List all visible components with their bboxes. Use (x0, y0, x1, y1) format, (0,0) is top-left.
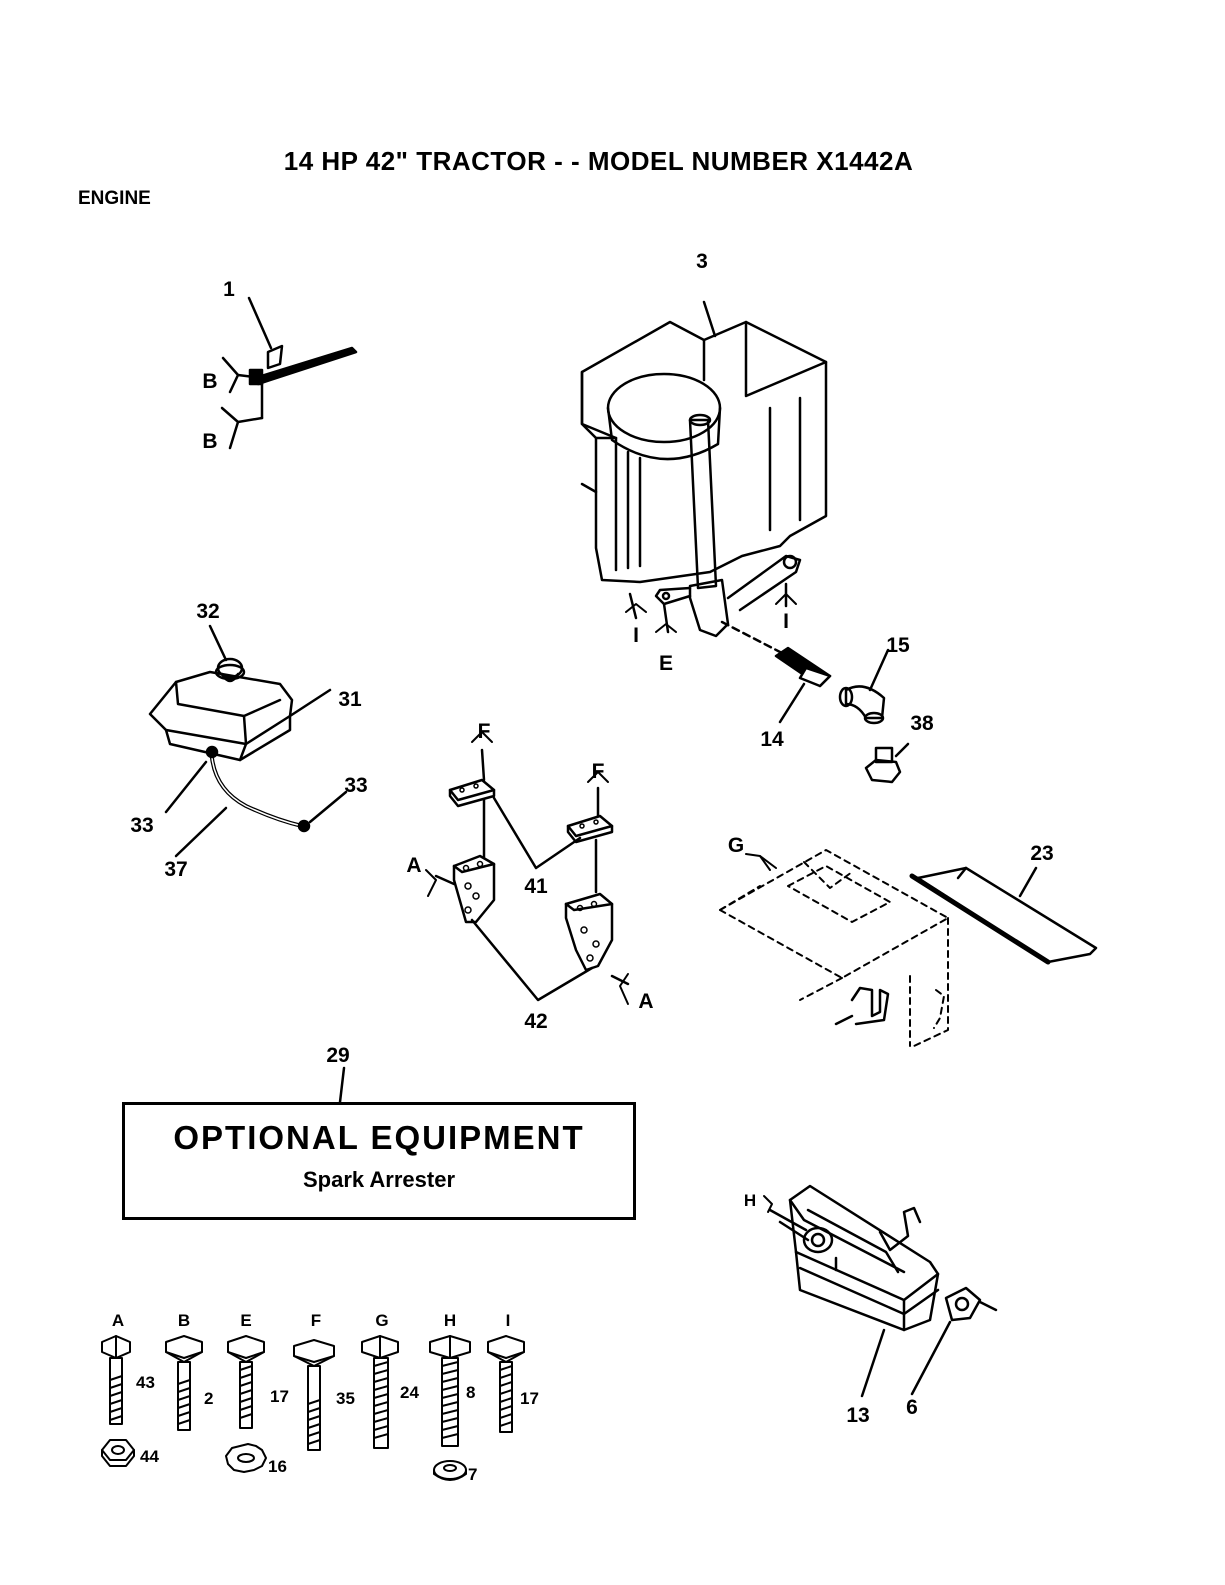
legend-washer-h: 7 (468, 1465, 477, 1484)
ref-b-lower: B (202, 430, 217, 453)
bolt-i (488, 1336, 524, 1432)
legend-number-b: 2 (204, 1389, 213, 1408)
bolt-b (166, 1336, 202, 1430)
chassis-fastener-ref (746, 854, 776, 870)
legend-number-g: 24 (400, 1383, 419, 1402)
callout-31: 31 (338, 688, 362, 711)
part-41-brackets (450, 750, 612, 892)
callout-23: 23 (1030, 842, 1053, 865)
legend-number-i: 17 (520, 1389, 539, 1408)
callout-13: 13 (846, 1404, 869, 1427)
callout-32: 32 (196, 600, 219, 623)
chassis-bracket (836, 988, 888, 1024)
callout-37: 37 (164, 858, 187, 881)
legend-washer-a: 44 (140, 1447, 159, 1466)
bolt-h (430, 1336, 470, 1446)
callout-42: 42 (524, 1010, 547, 1033)
bracket-holes (460, 784, 599, 961)
part-6-gasket (912, 1288, 996, 1394)
callout-29: 29 (326, 1044, 349, 1067)
optional-equipment-heading: OPTIONAL EQUIPMENT (125, 1119, 633, 1157)
ref-e: E (659, 652, 673, 675)
optional-equipment-item: Spark Arrester (125, 1167, 633, 1193)
ref-i-right: I (783, 610, 789, 633)
ref-a-right: A (638, 990, 653, 1013)
callout-38: 38 (910, 712, 934, 735)
callout-6: 6 (906, 1396, 918, 1419)
hardware-legend-bolts (102, 1336, 524, 1480)
bolt-a (102, 1336, 130, 1424)
ref-b-upper: B (202, 370, 217, 393)
legend-letter-a: A (112, 1311, 124, 1330)
legend-letter-e: E (240, 1311, 251, 1330)
legend-letter-h: H (444, 1311, 456, 1330)
part-32-fuel-cap (210, 626, 244, 681)
part-14-exhaust-pipe (722, 622, 830, 722)
legend-number-f: 35 (336, 1389, 355, 1408)
engine-fastener-refs (626, 594, 796, 632)
legend-letter-f: F (311, 1311, 321, 1330)
part-23-heat-shield (912, 868, 1096, 962)
legend-number-a: 43 (136, 1373, 155, 1392)
ref-h: H (744, 1191, 756, 1210)
legend-number-h: 8 (466, 1383, 475, 1402)
legend-letter-b: B (178, 1311, 190, 1330)
callout-33-left: 33 (130, 814, 153, 837)
bolt-g (362, 1336, 398, 1448)
legend-number-e: 17 (270, 1387, 289, 1406)
callout-1: 1 (223, 278, 235, 301)
part-3-engine (582, 302, 826, 636)
ref-a-left: A (406, 854, 421, 877)
legend-letter-i: I (506, 1311, 511, 1330)
bolt-e (228, 1336, 264, 1428)
part-31-fuel-tank (150, 672, 330, 760)
ref-g: G (728, 834, 744, 857)
ref-f-right: F (592, 760, 605, 783)
washer-h (434, 1461, 466, 1480)
legend-letter-g: G (375, 1311, 388, 1330)
part-13-muffler (770, 1186, 938, 1396)
ref-f-left: F (478, 720, 491, 743)
callout-3: 3 (696, 250, 708, 273)
ref-i-left: I (633, 624, 639, 647)
legend-washer-e: 16 (268, 1457, 287, 1476)
part-1-throttle-cable (222, 298, 356, 448)
leader-29 (340, 1068, 344, 1102)
part-38-plug (866, 744, 908, 782)
part-37-fuel-line (166, 747, 346, 856)
part-15-elbow (840, 650, 888, 723)
washer-e (226, 1444, 266, 1472)
optional-equipment-box: OPTIONAL EQUIPMENT Spark Arrester (122, 1102, 636, 1220)
callout-14: 14 (760, 728, 784, 751)
callout-33-right: 33 (344, 774, 367, 797)
callout-15: 15 (886, 634, 910, 657)
callout-41: 41 (524, 875, 548, 898)
nut-a (102, 1440, 134, 1466)
bolt-f (294, 1340, 334, 1450)
